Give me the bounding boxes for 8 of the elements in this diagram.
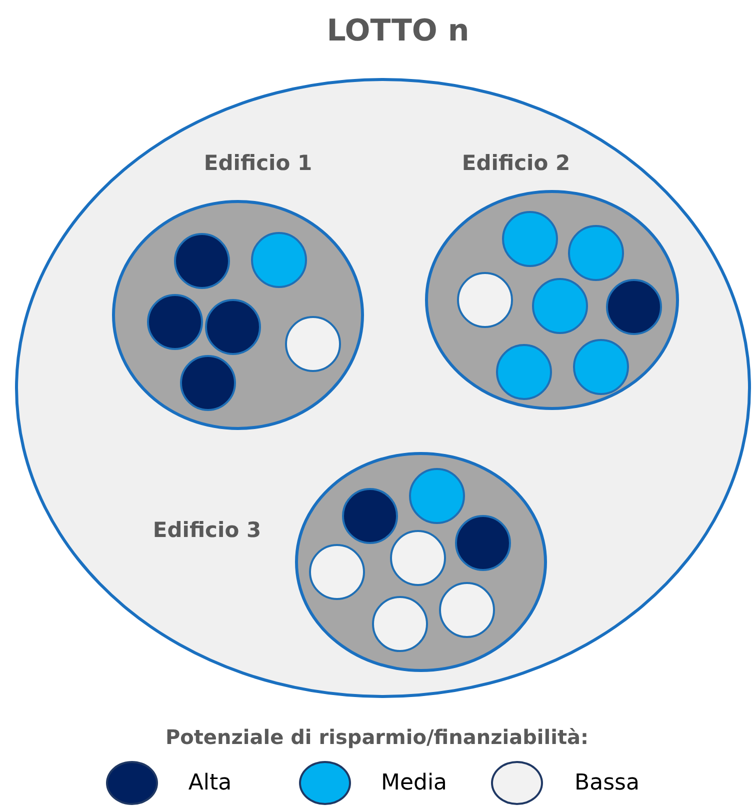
building-label: Edificio 3 (152, 518, 262, 542)
legend-label: Bassa (574, 770, 640, 796)
legend-title: Potenziale di risparmio/finanziabilità: (165, 725, 589, 749)
lot-title: LOTTO n (326, 14, 470, 48)
legend-label: Alta (188, 770, 232, 796)
building-label: Edificio 2 (462, 150, 570, 175)
legend-label: Media (380, 770, 448, 796)
building-label: Edificio 1 (204, 150, 312, 175)
